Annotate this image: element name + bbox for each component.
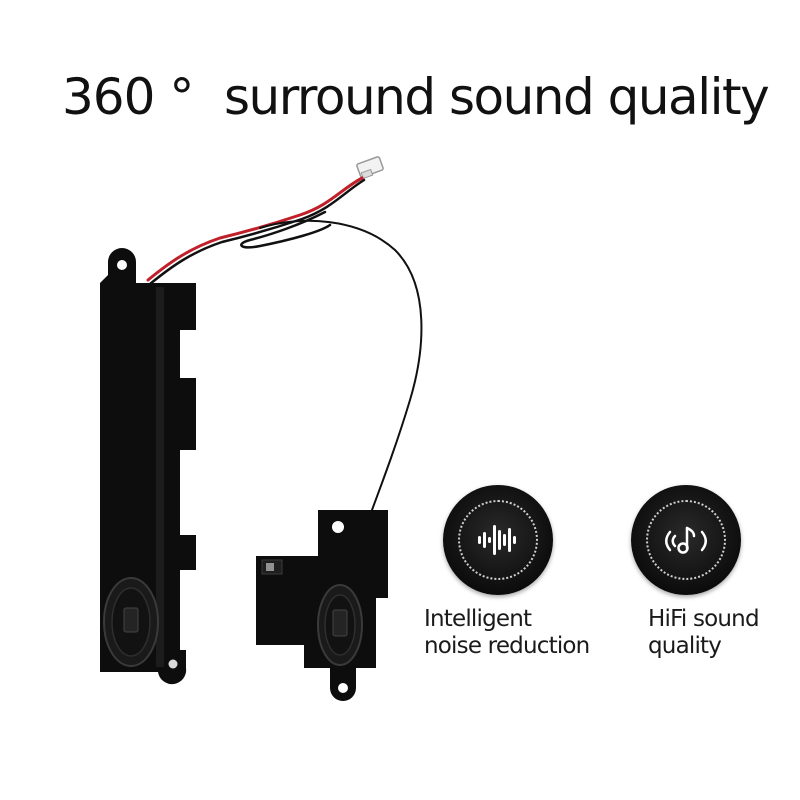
headline-degree: 360 ° xyxy=(62,68,194,126)
hifi-sound-label: HiFi sound quality xyxy=(648,606,760,660)
headline: 360 ° surround sound quality xyxy=(0,62,800,132)
hifi-sound-badge xyxy=(631,485,741,595)
feature-label-line2: noise reduction xyxy=(424,633,590,659)
noise-reduction-label: Intelligent noise reduction xyxy=(424,606,590,660)
feature-label-line1: HiFi sound xyxy=(648,606,760,632)
feature-label-line1: Intelligent xyxy=(424,606,532,632)
headline-title: surround sound quality xyxy=(224,68,770,126)
wire-connector xyxy=(356,156,384,180)
noise-reduction-badge xyxy=(443,485,553,595)
speaker-wires xyxy=(146,176,423,511)
music-note-sound-icon xyxy=(665,526,707,554)
waveform-icon xyxy=(478,525,516,555)
feature-label-line2: quality xyxy=(648,633,722,659)
right-speaker xyxy=(256,510,388,701)
left-speaker xyxy=(100,248,196,685)
